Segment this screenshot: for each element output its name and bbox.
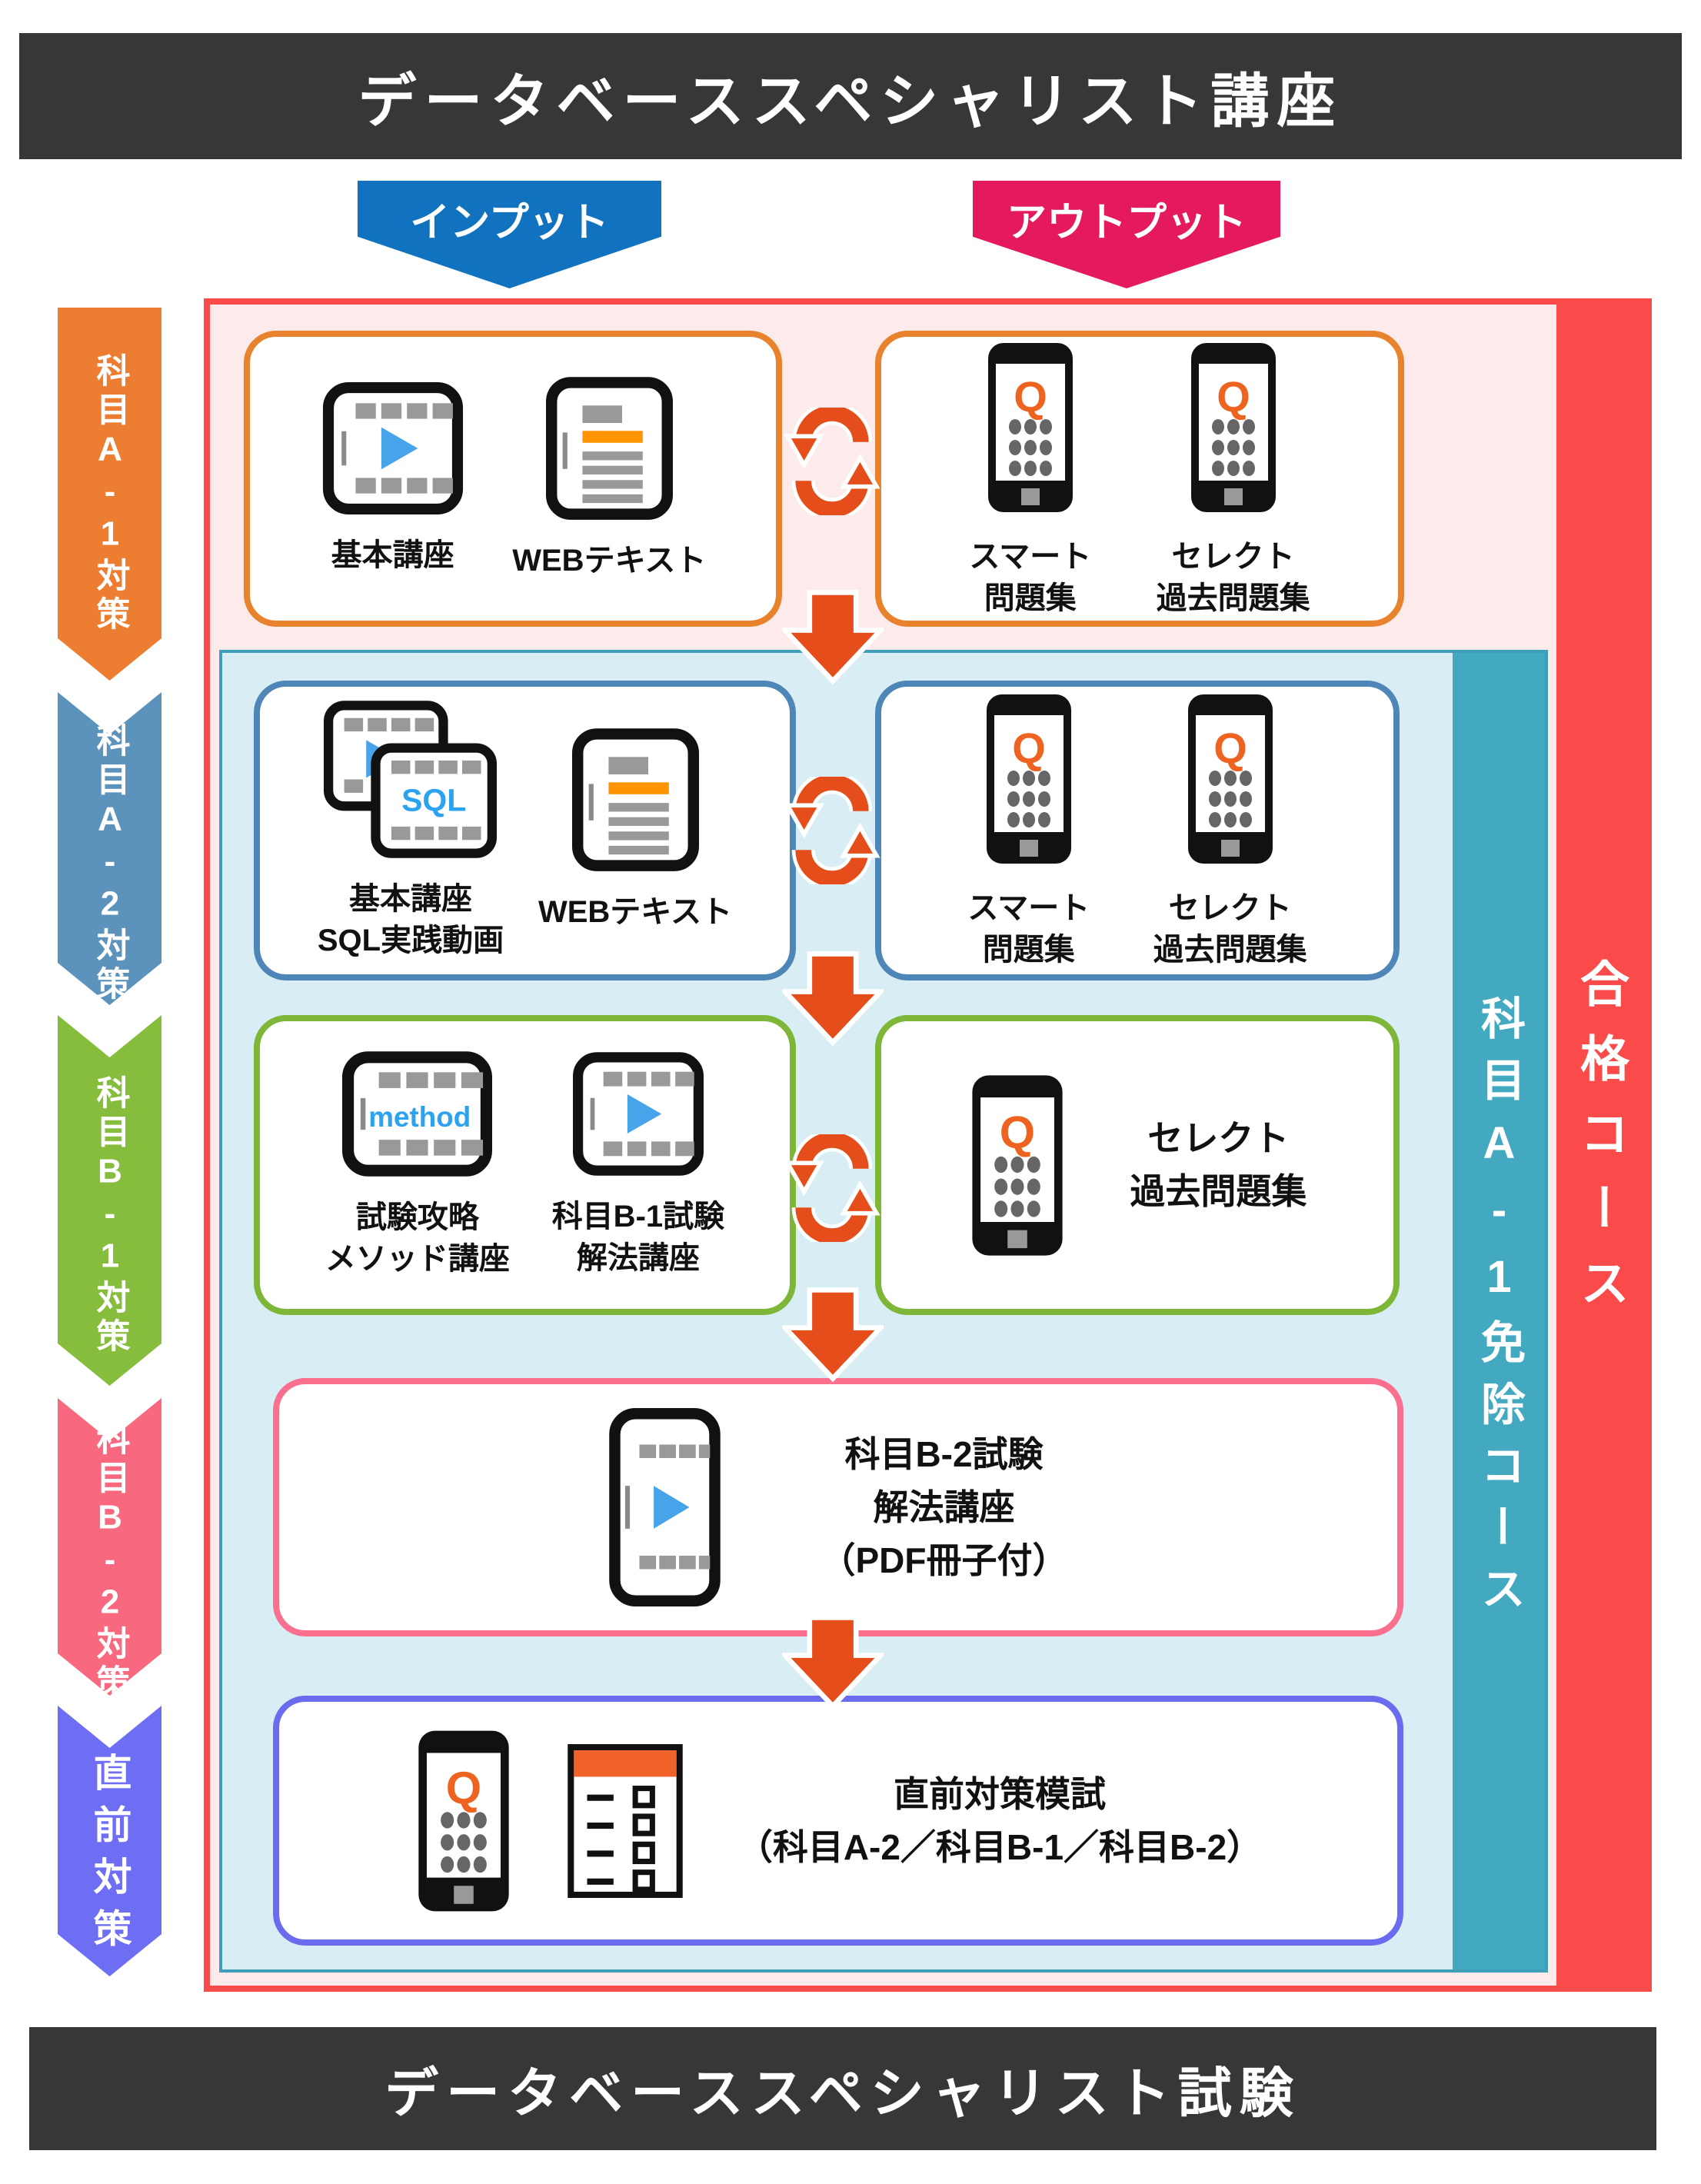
input-arrow: インプット bbox=[358, 181, 661, 288]
step-label: 科目B-1対策 bbox=[91, 1074, 129, 1357]
video-tablet-icon bbox=[320, 382, 466, 514]
subject-b2-box: 科目B-2試験 解法講座 （PDF冊子付） bbox=[273, 1378, 1403, 1636]
select-past-quiz-item: セレクト 過去問題集 bbox=[1153, 691, 1307, 970]
subject-b1-input-box: 試験攻略 メソッド講座 科目B-1試験 解法講座 bbox=[254, 1015, 796, 1315]
final-prep-box: 直前対策模試 （科目A-2／科目B-1／科目B-2） bbox=[273, 1696, 1403, 1946]
step-subject-b1: 科目B-1対策 bbox=[58, 1015, 161, 1386]
page-title: データベーススペシャリスト講座 bbox=[19, 33, 1682, 159]
exam-title-text: データベーススペシャリスト試験 bbox=[384, 2062, 1301, 2123]
output-label: アウトプット bbox=[1006, 201, 1247, 245]
sql-video-stack-icon bbox=[324, 701, 497, 858]
step-final-prep: 直前対策 bbox=[58, 1706, 161, 1976]
question-phone-icon bbox=[968, 1071, 1067, 1260]
question-phone-icon bbox=[983, 691, 1075, 867]
down-arrow-icon bbox=[782, 588, 884, 685]
exemption-course-band: 科目A-1免除コース bbox=[1453, 653, 1545, 1969]
subject-b1-output-box: セレクト 過去問題集 bbox=[875, 1015, 1400, 1315]
sync-icon bbox=[778, 1134, 886, 1242]
basic-course-sql-item: 基本講座 SQL実践動画 bbox=[318, 701, 504, 961]
method-tablet-icon bbox=[342, 1051, 492, 1177]
question-phone-icon bbox=[414, 1720, 513, 1922]
question-phone-icon bbox=[1187, 339, 1280, 516]
smart-quiz-item: スマート 問題集 bbox=[967, 691, 1090, 970]
down-arrow-icon bbox=[782, 1613, 884, 1710]
subject-a1-input-box: 基本講座 WEBテキスト bbox=[244, 331, 782, 627]
select-past-quiz-label: セレクト 過去問題集 bbox=[1153, 891, 1307, 967]
step-label: 科目A-2対策 bbox=[91, 723, 129, 1005]
pass-course-label: 合格コース bbox=[1573, 957, 1629, 1333]
web-text-tablet-icon bbox=[546, 377, 673, 520]
web-text-tablet-icon bbox=[572, 728, 699, 871]
b1-video-tablet-icon bbox=[573, 1052, 704, 1176]
method-course-item: 試験攻略 メソッド講座 bbox=[325, 1051, 510, 1280]
play-phone-icon bbox=[609, 1408, 721, 1606]
web-text-item: WEBテキスト bbox=[512, 377, 706, 581]
sync-icon bbox=[778, 777, 886, 884]
subject-a1-output-box: スマート 問題集 セレクト 過去問題集 bbox=[875, 331, 1404, 627]
basic-course-sql-label: 基本講座 SQL実践動画 bbox=[317, 881, 504, 957]
sync-icon bbox=[778, 408, 886, 515]
web-text-label: WEBテキスト bbox=[512, 543, 707, 578]
output-arrow: アウトプット bbox=[973, 181, 1280, 288]
subject-a2-input-box: 基本講座 SQL実践動画 WEBテキスト bbox=[254, 681, 796, 980]
basic-course-item: 基本講座 bbox=[320, 382, 466, 576]
down-arrow-icon bbox=[782, 1286, 884, 1383]
b1-solution-course-item: 科目B-1試験 解法講座 bbox=[552, 1052, 724, 1279]
smart-quiz-label: スマート 問題集 bbox=[969, 539, 1092, 615]
smart-quiz-label: スマート 問題集 bbox=[967, 891, 1090, 967]
select-past-quiz-item: セレクト 過去問題集 bbox=[1157, 339, 1310, 619]
question-phone-icon bbox=[1184, 691, 1277, 867]
method-course-label: 試験攻略 メソッド講座 bbox=[325, 1200, 510, 1276]
step-subject-a1: 科目A-1対策 bbox=[58, 308, 161, 681]
basic-course-label: 基本講座 bbox=[331, 538, 454, 572]
select-past-quiz-label: セレクト 過去問題集 bbox=[1156, 539, 1310, 615]
pass-course-band: 合格コース bbox=[1556, 305, 1646, 1986]
mock-exam-label: 直前対策模試 （科目A-2／科目B-1／科目B-2） bbox=[737, 1773, 1263, 1867]
step-subject-a2: 科目A-2対策 bbox=[58, 692, 161, 1005]
page-title-text: データベーススペシャリスト講座 bbox=[358, 69, 1343, 135]
step-label: 科目A-1対策 bbox=[91, 353, 129, 635]
down-arrow-icon bbox=[782, 950, 884, 1047]
smart-quiz-item: スマート 問題集 bbox=[969, 339, 1091, 619]
web-text-label: WEBテキスト bbox=[538, 895, 733, 929]
b2-solution-course-label: 科目B-2試験 解法講座 （PDF冊子付） bbox=[820, 1433, 1068, 1580]
mock-exam-checklist-icon bbox=[567, 1743, 684, 1899]
exemption-course-label: 科目A-1免除コース bbox=[1474, 995, 1524, 1627]
exam-title: データベーススペシャリスト試験 bbox=[29, 2027, 1656, 2150]
b1-solution-course-label: 科目B-1試験 解法講座 bbox=[551, 1199, 725, 1275]
step-label: 直前対策 bbox=[88, 1753, 131, 1960]
subject-a2-output-box: スマート 問題集 セレクト 過去問題集 bbox=[875, 681, 1400, 980]
step-label: 科目B-2対策 bbox=[91, 1421, 129, 1703]
input-label: インプット bbox=[410, 201, 609, 245]
step-subject-b2: 科目B-2対策 bbox=[58, 1398, 161, 1696]
question-phone-icon bbox=[984, 339, 1077, 516]
web-text-item: WEBテキスト bbox=[538, 728, 732, 933]
select-past-quiz-label: セレクト 過去問題集 bbox=[1130, 1118, 1307, 1211]
